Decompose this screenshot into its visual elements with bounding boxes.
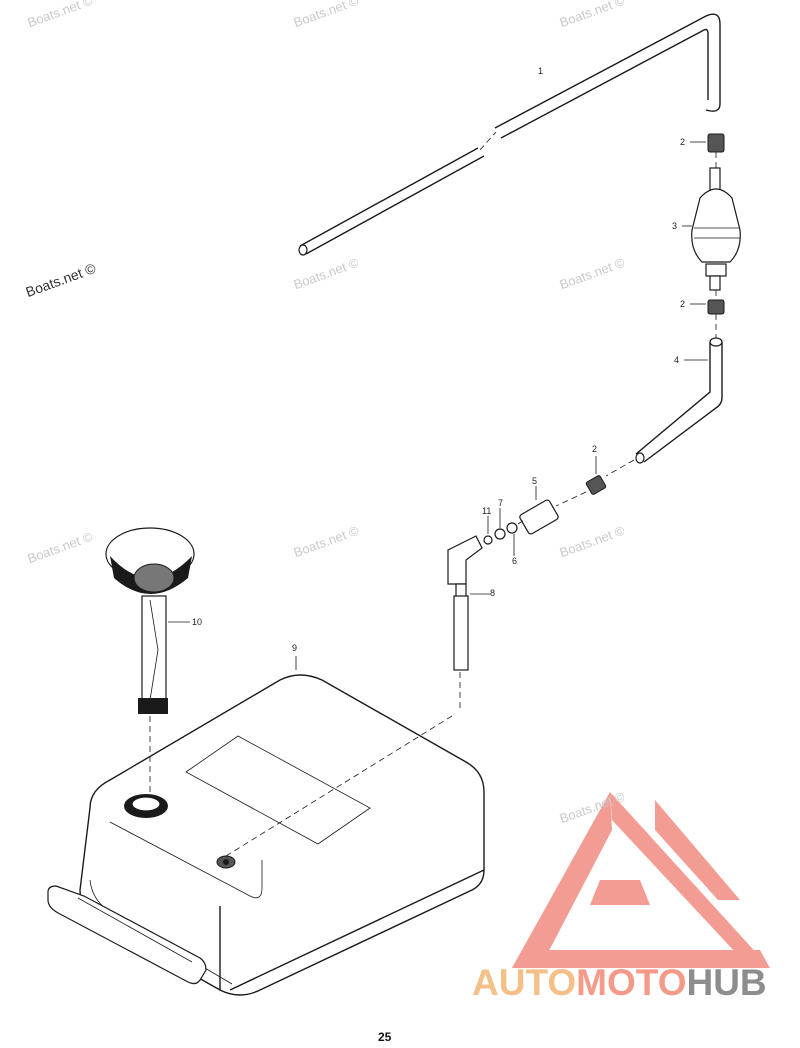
connector-part-5 bbox=[519, 486, 559, 535]
hose-part-1 bbox=[298, 13, 721, 256]
logo-part-hub: HUB bbox=[686, 962, 767, 1003]
callout-3: 3 bbox=[672, 221, 678, 231]
logo-part-auto: AUTO bbox=[472, 962, 577, 1003]
primer-bulb-part-3 bbox=[682, 152, 741, 300]
fitting-part-2-lower bbox=[555, 456, 607, 507]
fitting-part-2-middle bbox=[690, 299, 725, 340]
callout-1: 1 bbox=[538, 66, 544, 76]
logo-wordmark: AUTOMOTOHUB bbox=[472, 962, 767, 1004]
page-number: 25 bbox=[378, 1030, 392, 1044]
callout-2: 2 bbox=[592, 444, 598, 454]
callout-10: 10 bbox=[192, 617, 203, 627]
callout-11: 11 bbox=[482, 506, 492, 516]
callout-2: 2 bbox=[680, 137, 686, 147]
pickup-tube-part-8 bbox=[447, 535, 490, 712]
callout-9: 9 bbox=[292, 643, 298, 653]
fitting-part-2-top bbox=[690, 133, 725, 153]
callout-4: 4 bbox=[674, 355, 680, 365]
seals-part-11-7-6 bbox=[483, 508, 525, 556]
fuel-tank-part-9 bbox=[47, 656, 485, 996]
callout-5: 5 bbox=[532, 476, 538, 486]
callout-6: 6 bbox=[512, 556, 518, 566]
logo-mark-icon bbox=[512, 792, 770, 968]
callout-2: 2 bbox=[680, 299, 686, 309]
logo-part-moto: MOTO bbox=[576, 962, 687, 1003]
callout-7: 7 bbox=[498, 498, 504, 508]
callout-8: 8 bbox=[490, 588, 496, 598]
hose-part-4 bbox=[605, 337, 723, 477]
fuel-gauge-part-10 bbox=[105, 527, 195, 800]
